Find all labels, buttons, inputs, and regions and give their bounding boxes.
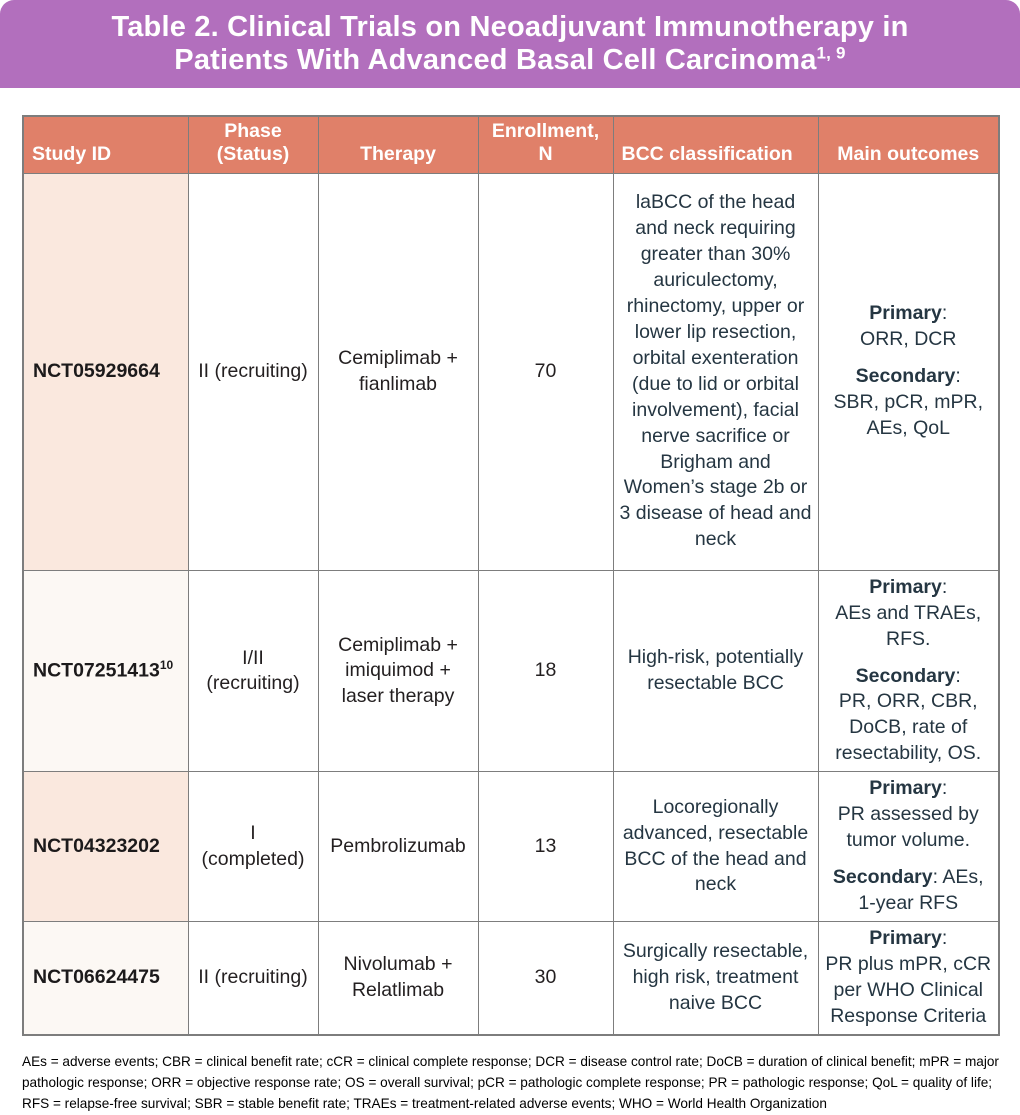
cell-study-id: NCT06624475 [22, 920, 189, 1036]
column-header-enrollment-n: Enrollment, N [477, 115, 614, 174]
outcome-label: Secondary [832, 866, 933, 888]
clinical-trials-table: Study ID Phase (Status) Therapy Enrollme… [22, 115, 1000, 1036]
outcome-primary: Primary:AEs and TRAEs, RFS. [835, 575, 982, 650]
cell-enrollment: 30 [477, 920, 614, 1036]
cell-enrollment: 18 [477, 569, 614, 773]
column-header-bcc-classification: BCC classification [612, 115, 819, 174]
cell-bcc-classification: Surgically resectable, high risk, treatm… [612, 920, 819, 1036]
table-header: Study ID Phase (Status) Therapy Enrollme… [22, 115, 1000, 174]
table-title-banner: Table 2. Clinical Trials on Neoadjuvant … [0, 0, 1020, 88]
outcome-secondary: Secondary:SBR, pCR, mPR, AEs, QoL [833, 365, 984, 440]
cell-study-id: NCT04323202 [22, 771, 189, 922]
cell-main-outcomes: Primary:PR assessed by tumor volume. Seco… [817, 771, 1000, 922]
cell-bcc-classification: laBCC of the head and neck requiring gre… [612, 172, 819, 571]
outcome-label: Secondary [855, 664, 956, 687]
cell-therapy: Cemiplimab + fianlimab [317, 172, 479, 571]
cell-study-id: NCT05929664 [22, 172, 189, 571]
title-reference-superscript: 1, 9 [816, 43, 846, 63]
cell-therapy: Pembrolizumab [317, 771, 479, 922]
column-header-main-outcomes: Main outcomes [817, 115, 1000, 174]
cell-study-id: NCT0725141310 [22, 569, 189, 773]
header-row: Study ID Phase (Status) Therapy Enrollme… [22, 115, 1000, 174]
outcome-secondary: Secondary: AEs, 1-year RFS [832, 866, 984, 914]
cell-phase-status: I/II (recruiting) [187, 569, 319, 773]
cell-main-outcomes: Primary:AEs and TRAEs, RFS. Secondary:PR,… [817, 569, 1000, 773]
outcome-label: Primary [869, 302, 942, 325]
cell-main-outcomes: Primary:ORR, DCR Secondary:SBR, pCR, mPR,… [817, 172, 1000, 571]
cell-bcc-classification: High-risk, potentially resectable BCC [612, 569, 819, 773]
cell-enrollment: 13 [477, 771, 614, 922]
cell-main-outcomes: Primary:PR plus mPR, cCR per WHO Clinica… [817, 920, 1000, 1036]
outcome-primary: Primary:ORR, DCR [860, 302, 957, 351]
outcome-primary: Primary:PR plus mPR, cCR per WHO Clinica… [825, 926, 992, 1027]
cell-bcc-classification: Locoregionally advanced, resectable BCC … [612, 771, 819, 922]
cell-enrollment: 70 [477, 172, 614, 571]
outcome-secondary: Secondary:PR, ORR, CBR, DoCB, rate of re… [835, 664, 982, 765]
column-header-therapy: Therapy [317, 115, 479, 174]
column-header-phase-status: Phase (Status) [187, 115, 319, 174]
cell-phase-status: II (recruiting) [187, 172, 319, 571]
outcome-label: Primary [869, 777, 942, 800]
title-line-2-text: Patients With Advanced Basal Cell Carcin… [174, 44, 817, 76]
cell-phase-status: II (recruiting) [187, 920, 319, 1036]
outcome-primary: Primary:PR assessed by tumor volume. [837, 777, 979, 852]
cell-therapy: Nivolumab + Relatlimab [317, 920, 479, 1036]
abbreviations-footnote: AEs = adverse events; CBR = clinical ben… [22, 1053, 999, 1112]
outcome-label: Primary [869, 575, 942, 598]
title-line-2: Patients With Advanced Basal Cell Carcin… [0, 44, 1020, 77]
column-header-study-id: Study ID [22, 115, 189, 174]
cell-therapy: Cemiplimab + imiquimod + laser therapy [317, 569, 479, 773]
cell-phase-status: I (completed) [187, 771, 319, 922]
outcome-label: Primary [869, 926, 942, 949]
title-line-1: Table 2. Clinical Trials on Neoadjuvant … [111, 11, 909, 43]
outcome-label: Secondary [855, 365, 956, 388]
study-id-reference-superscript: 10 [159, 658, 174, 673]
